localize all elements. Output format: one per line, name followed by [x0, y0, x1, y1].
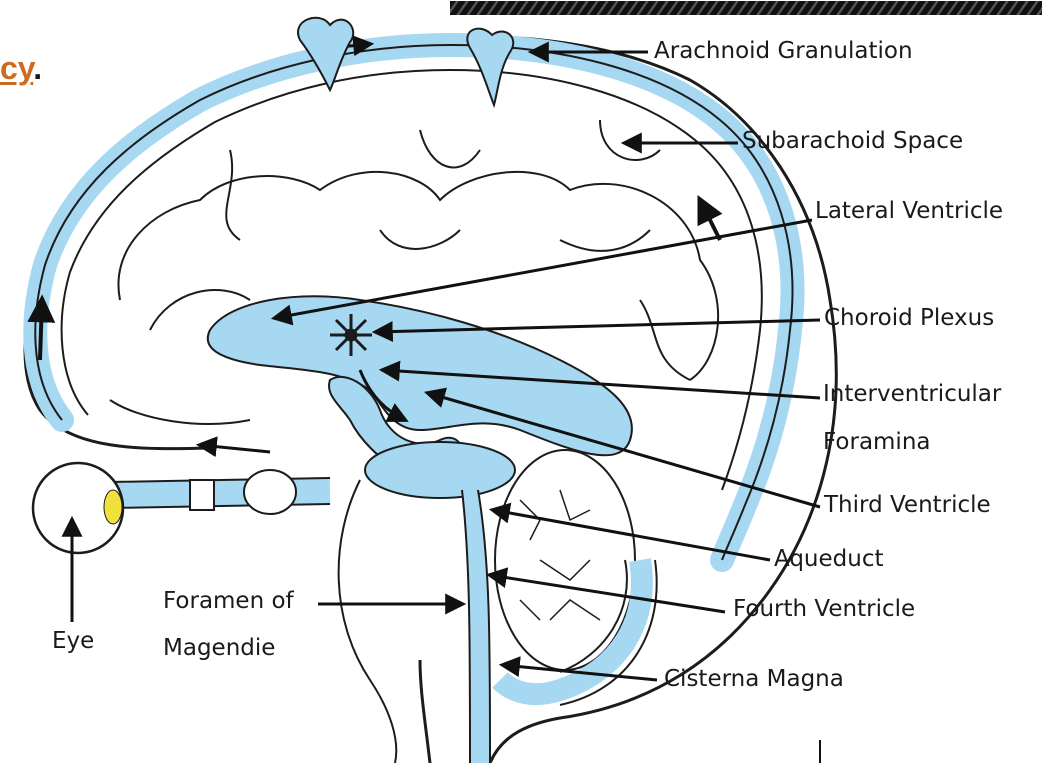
label-choroid-plexus: Choroid Plexus	[824, 307, 994, 330]
label-aqueduct: Aqueduct	[774, 548, 884, 571]
optic-nerve	[110, 490, 330, 495]
label-cisterna-magna: Cisterna Magna	[664, 668, 844, 691]
label-arachnoid-granulation: Arachnoid Granulation	[654, 40, 913, 63]
label-subarachnoid-space: Subarachoid Space	[742, 130, 963, 153]
brainstem-outline	[339, 480, 397, 763]
aqueduct-channel	[470, 490, 480, 763]
leader-fourth	[490, 575, 725, 612]
flow-arrow-optic	[200, 445, 270, 452]
leader-lateral	[275, 220, 812, 318]
label-lateral-ventricle: Lateral Ventricle	[815, 200, 1003, 223]
label-foramen-of: Foramen of	[163, 590, 294, 613]
label-third-ventricle: Third Ventricle	[824, 494, 991, 517]
label-magendie: Magendie	[163, 637, 275, 660]
arachnoid-granulation-shapes	[298, 18, 513, 105]
flow-arrow-front	[40, 300, 42, 360]
lateral-ventricle-shape	[208, 296, 632, 455]
thalamus-oval	[365, 442, 515, 498]
flow-arrow-back	[700, 200, 720, 240]
label-foramina: Foramina	[823, 431, 931, 454]
choroid-plexus-star	[330, 314, 372, 356]
cerebellum-arbor	[520, 490, 600, 620]
label-interventricular: Interventricular	[823, 383, 1001, 406]
label-fourth-ventricle: Fourth Ventricle	[733, 598, 915, 621]
label-eye: Eye	[52, 630, 94, 653]
cerebellum-shape	[495, 450, 635, 670]
eye-lens	[104, 490, 122, 524]
